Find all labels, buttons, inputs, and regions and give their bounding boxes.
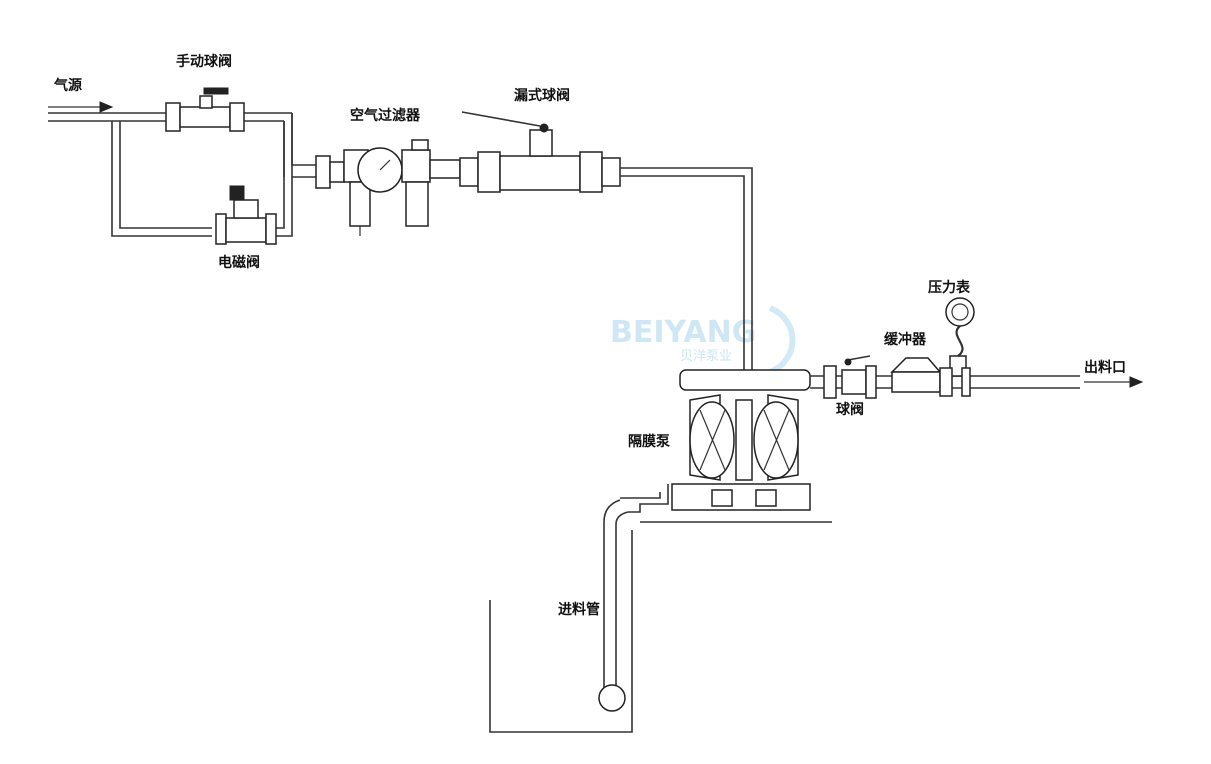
label-outlet: 出料口 xyxy=(1084,359,1126,376)
leak-ball-valve xyxy=(461,111,621,193)
inlet-pipe xyxy=(598,484,669,712)
pressure-gauge xyxy=(939,297,975,397)
label-inlet-pipe: 进料管 xyxy=(558,601,600,618)
diaphragm-pump xyxy=(640,369,832,523)
air-filter xyxy=(343,139,461,236)
air-line-to-pump xyxy=(620,167,753,378)
outlet-ball-valve xyxy=(823,355,877,399)
watermark-sub: 贝洋泵业 xyxy=(680,349,732,364)
air-source-arrow xyxy=(48,101,114,113)
label-pressure-gauge: 压力表 xyxy=(928,279,971,296)
label-buffer: 缓冲器 xyxy=(884,331,927,348)
outlet-arrow xyxy=(1129,376,1144,388)
filter-inlet-fittings xyxy=(315,155,345,189)
label-leak-ball-valve: 漏式球阀 xyxy=(514,87,570,104)
solenoid-valve xyxy=(215,185,277,245)
label-solenoid-valve: 电磁阀 xyxy=(218,254,260,271)
watermark: BEIYANG 贝洋泵业 xyxy=(610,305,796,375)
manual-ball-valve xyxy=(165,87,245,132)
filter-outlet-fittings xyxy=(459,157,479,187)
label-ball-valve: 球阀 xyxy=(836,401,864,418)
foot-valve xyxy=(598,684,626,712)
feed-tank xyxy=(489,530,633,733)
label-manual-ball-valve: 手动球阀 xyxy=(176,53,232,70)
watermark-brand: BEIYANG xyxy=(610,315,756,350)
label-diaphragm-pump: 隔膜泵 xyxy=(628,433,670,450)
buffer xyxy=(890,357,942,393)
label-air-filter: 空气过滤器 xyxy=(350,107,421,124)
watermark-swoosh xyxy=(768,305,796,375)
label-air-source: 气源 xyxy=(53,77,82,94)
